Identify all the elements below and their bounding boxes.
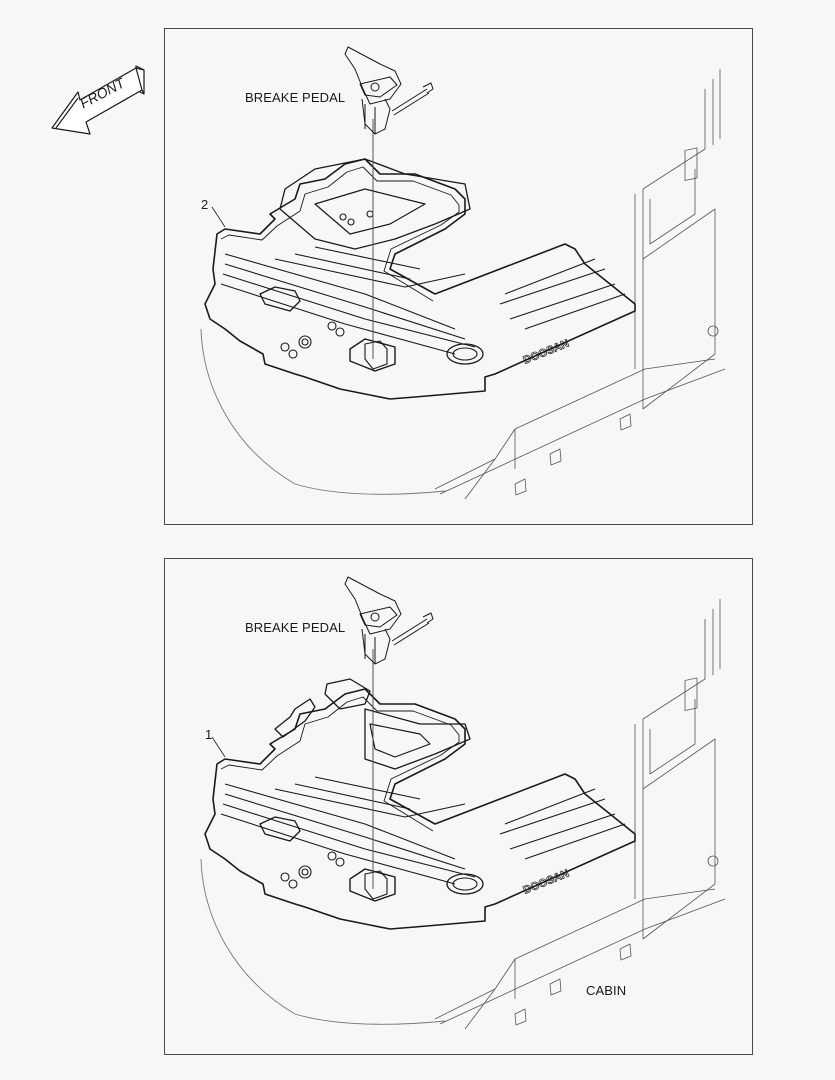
front-direction-arrow: FRONT	[48, 58, 158, 143]
front-direction-arrow-icon	[51, 65, 145, 135]
brand-text: DOOSAN	[522, 338, 571, 367]
diagram-panel-bottom: DOOSAN 1 BREAKE PEDAL CABIN	[164, 558, 753, 1055]
callout-number: 1	[205, 727, 213, 742]
brand-text: DOOSAN	[522, 868, 571, 897]
assembly-label-cabin: CABIN	[586, 983, 627, 998]
component-label-brake-pedal: BREAKE PEDAL	[245, 90, 346, 105]
diagram-panel-top: DOOSAN 2 BREAKE PEDAL	[164, 28, 753, 525]
floor-mat-assembly-drawing: DOOSAN	[200, 46, 726, 500]
component-label-brake-pedal: BREAKE PEDAL	[245, 620, 346, 635]
callout-number: 2	[201, 197, 209, 212]
floor-mat-assembly-drawing: DOOSAN	[200, 576, 726, 1030]
